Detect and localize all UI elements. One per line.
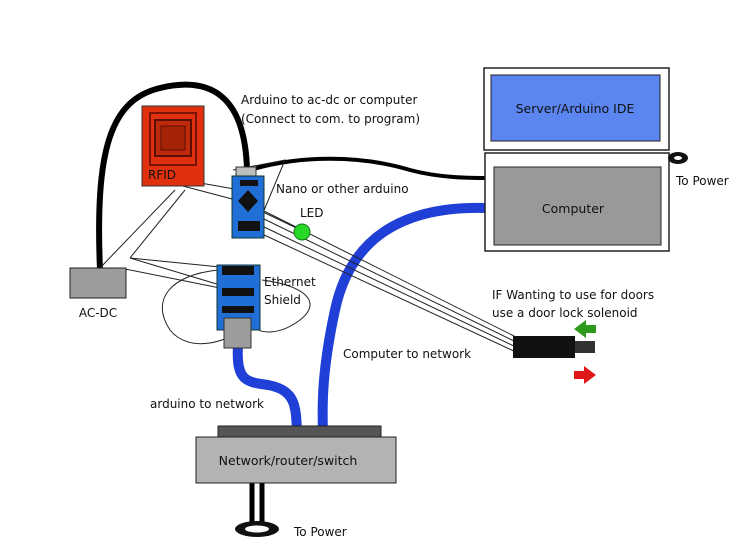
computer-case xyxy=(484,152,670,252)
computer-network-label: Computer to network xyxy=(343,347,471,361)
arduino-power-label-1: Arduino to ac-dc or computer xyxy=(241,93,417,107)
nano-label: Nano or other arduino xyxy=(276,182,409,196)
solenoid-label-1: IF Wanting to use for doors xyxy=(492,288,654,302)
ethernet-label-2: Shield xyxy=(264,293,301,307)
ethernet-shield xyxy=(216,264,261,349)
arrow-in-icon xyxy=(574,320,596,338)
acdc-adapter xyxy=(69,267,127,299)
router-power-cable xyxy=(249,482,265,528)
led-label: LED xyxy=(300,206,324,220)
rfid-reader xyxy=(141,105,205,187)
router-power-label: To Power xyxy=(293,525,347,539)
arduino-nano xyxy=(231,166,265,239)
power-cable-acdc-arduino xyxy=(96,81,250,273)
network-cable-computer xyxy=(317,202,493,437)
arduino-network-label: arduino to network xyxy=(150,397,264,411)
computer-power-label: To Power xyxy=(675,174,729,188)
router-power-plug-icon xyxy=(235,521,279,537)
network-router xyxy=(195,425,397,484)
computer-label: Computer xyxy=(542,201,605,216)
rfid-label: RFID xyxy=(148,168,176,182)
arrow-out-icon xyxy=(574,366,596,384)
arduino-power-label-2: (Connect to com. to program) xyxy=(241,112,420,126)
solenoid-label-2: use a door lock solenoid xyxy=(492,306,638,320)
led-icon xyxy=(293,223,311,241)
door-lock-solenoid xyxy=(513,336,595,358)
server-label: Server/Arduino IDE xyxy=(516,101,635,116)
ethernet-label-1: Ethernet xyxy=(264,275,316,289)
network-cable-arduino xyxy=(232,340,302,437)
acdc-label: AC-DC xyxy=(79,306,117,320)
computer-power-plug-icon xyxy=(668,152,688,164)
server-monitor xyxy=(483,67,670,151)
usb-cable-arduino-computer xyxy=(248,156,490,180)
router-label: Network/router/switch xyxy=(219,453,358,468)
